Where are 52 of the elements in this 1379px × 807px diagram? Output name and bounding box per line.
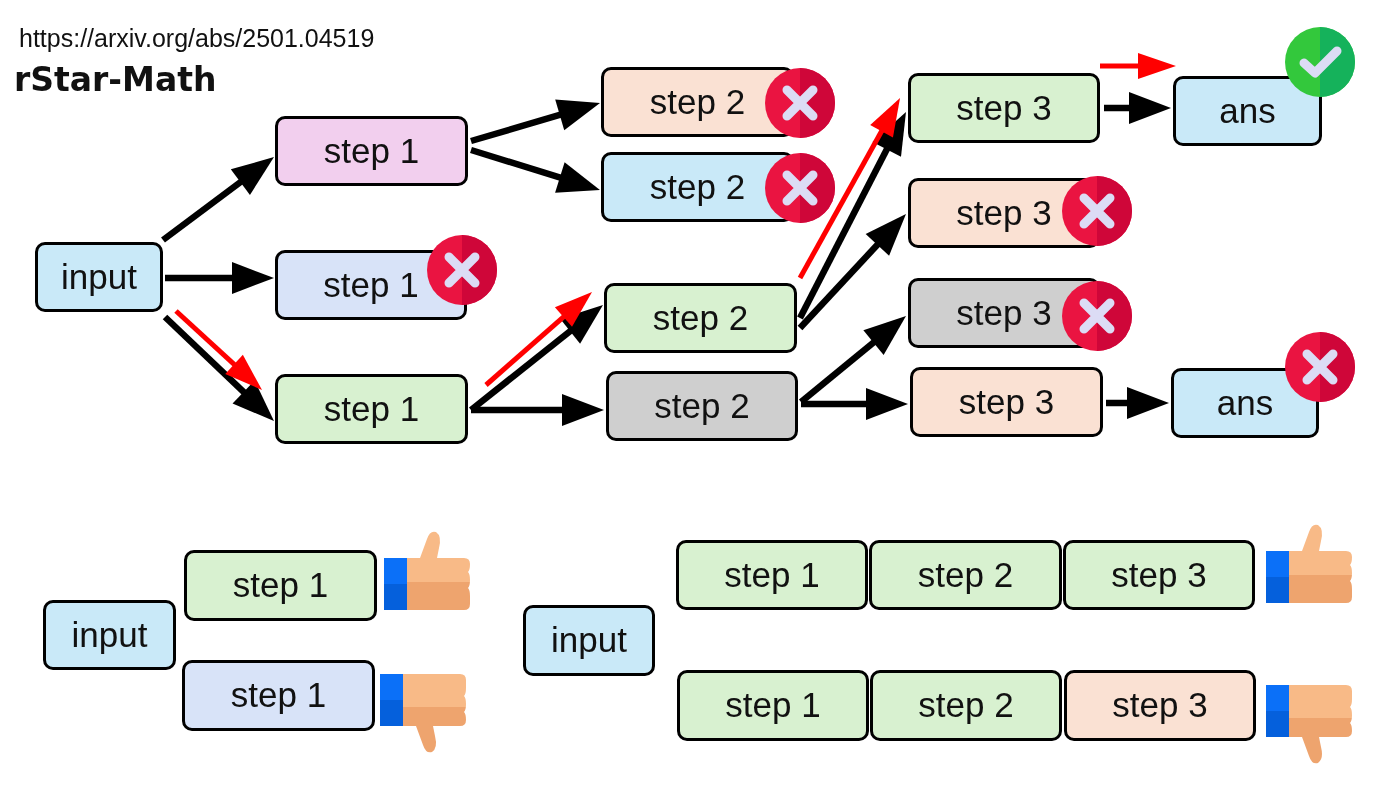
box-label: step 2 <box>649 167 746 207</box>
arrow <box>470 146 600 193</box>
box-label: step 3 <box>956 193 1052 233</box>
process-box <box>869 540 1062 610</box>
box-label: step 2 <box>652 298 749 338</box>
box-label: input <box>551 621 627 660</box>
box-label: ans <box>1216 383 1274 423</box>
box-label: step 3 <box>1112 686 1208 725</box>
process-box <box>676 540 868 610</box>
box-label: step 2 <box>649 82 746 122</box>
box-label: step 1 <box>323 389 420 429</box>
box-label: step 3 <box>958 382 1055 422</box>
box-label: step 3 <box>956 88 1052 128</box>
process-box <box>523 605 655 676</box>
process-box <box>275 374 468 444</box>
process-box <box>606 371 798 441</box>
box-label: step 1 <box>724 555 820 595</box>
arrow <box>484 292 592 387</box>
box-label: step 1 <box>323 131 420 171</box>
process-box <box>43 600 176 670</box>
arrow <box>797 112 906 320</box>
box-label: step 3 <box>1111 555 1207 595</box>
box-label: step 2 <box>918 686 1014 725</box>
box-label: input <box>61 257 137 297</box>
process-box <box>677 670 869 741</box>
arrow <box>165 262 274 294</box>
box-label: ans <box>1219 91 1276 131</box>
process-box <box>870 670 1062 741</box>
process-box <box>35 242 163 312</box>
arrow <box>161 157 274 243</box>
arrow <box>162 314 274 421</box>
box-label: step 1 <box>725 686 821 725</box>
arrow <box>797 214 906 331</box>
arrow <box>801 388 908 420</box>
box-label: input <box>71 615 148 655</box>
arrow <box>174 309 263 390</box>
arrow <box>471 394 604 426</box>
arrow <box>1100 53 1176 79</box>
box-label: step 2 <box>917 555 1014 595</box>
process-box <box>604 283 797 353</box>
arrow <box>797 98 901 280</box>
box-label: step 1 <box>230 676 327 715</box>
process-box <box>908 73 1100 143</box>
arrow <box>470 99 600 145</box>
box-label: step 1 <box>323 265 419 305</box>
process-box <box>910 367 1103 437</box>
box-label: step 3 <box>956 293 1052 333</box>
process-box <box>275 116 468 186</box>
box-label: step 1 <box>232 566 329 605</box>
title: rStar-Math <box>14 60 217 99</box>
url-text: https://arxiv.org/abs/2501.04519 <box>19 24 375 53</box>
box-label: step 2 <box>654 386 750 426</box>
